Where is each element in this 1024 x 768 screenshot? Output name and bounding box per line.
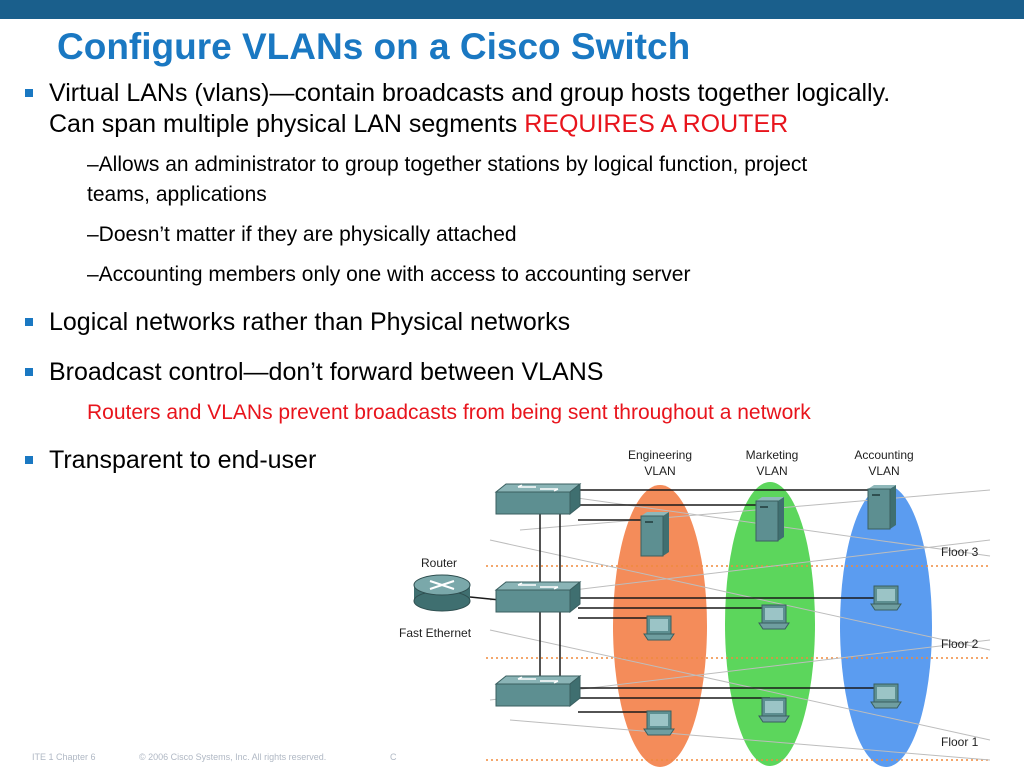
floor-1-switch (495, 675, 581, 707)
engineering-floor-1-pc-icon (643, 710, 675, 736)
footer-copyright: © 2006 Cisco Systems, Inc. All rights re… (139, 752, 327, 762)
engineering-label-line-1: Engineering (628, 448, 692, 462)
slide-title: Configure VLANs on a Cisco Switch (57, 26, 691, 67)
floor-3-switch (495, 483, 581, 515)
fast-ethernet-label: Fast Ethernet (399, 626, 472, 640)
top-banner (0, 0, 1024, 19)
footer-cut-text: C (390, 752, 397, 762)
engineering-floor-2-pc-icon (643, 615, 675, 641)
sub-bullet-1-line-2: teams, applications (87, 183, 267, 206)
bullet-3: Broadcast control—don’t forward between … (49, 358, 604, 386)
accounting-floor-2-pc-icon (870, 585, 902, 611)
marketing-floor-2-pc-icon (758, 604, 790, 630)
marketing-label-line-1: Marketing (746, 448, 799, 462)
floor-3-label: Floor 3 (941, 545, 979, 559)
bullet-marker (25, 318, 33, 326)
router-icon (413, 574, 471, 612)
sub-bullet-1-line-1: –Allows an administrator to group togeth… (87, 153, 808, 176)
accounting-floor-1-pc-icon (870, 683, 902, 709)
marketing-floor-1-pc-icon (758, 697, 790, 723)
bullet-marker (25, 89, 33, 97)
footer-chapter: ITE 1 Chapter 6 (32, 752, 96, 762)
bullet-1-text: Can span multiple physical LAN segments (49, 110, 525, 138)
bullet-marker (25, 456, 33, 464)
sub-bullet-3: –Accounting members only one with access… (87, 263, 691, 286)
engineering-label-line-2: VLAN (644, 464, 675, 478)
floor-1-label: Floor 1 (941, 735, 979, 749)
bullet-marker (25, 368, 33, 376)
bullet-2: Logical networks rather than Physical ne… (49, 308, 571, 336)
bullet-3-red-note: Routers and VLANs prevent broadcasts fro… (87, 401, 811, 424)
marketing-label-line-2: VLAN (756, 464, 787, 478)
router-label: Router (421, 556, 457, 570)
accounting-label-line-2: VLAN (868, 464, 899, 478)
accounting-server-icon (867, 484, 897, 530)
floor-2-switch (495, 581, 581, 613)
floor-2-label: Floor 2 (941, 637, 979, 651)
bullet-4: Transparent to end-user (49, 446, 317, 474)
marketing-server-icon (755, 496, 785, 542)
requires-router-highlight: REQUIRES A ROUTER (524, 110, 789, 138)
engineering-server-icon (640, 511, 670, 557)
accounting-label-line-1: Accounting (854, 448, 913, 462)
sub-bullet-2: –Doesn’t matter if they are physically a… (87, 223, 517, 246)
bullet-1-line-2: Can span multiple physical LAN segments … (49, 109, 788, 140)
bullet-1-line-1: Virtual LANs (vlans)—contain broadcasts … (49, 79, 891, 107)
